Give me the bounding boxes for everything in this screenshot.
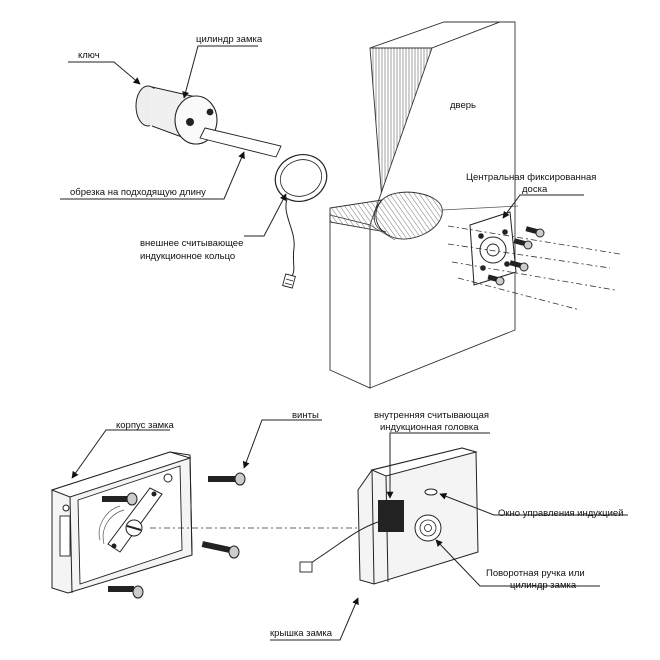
label-inner-head-1: внутренняя считывающая [374, 410, 490, 421]
label-key: ключ [78, 50, 100, 61]
label-lock-cylinder: цилиндр замка [196, 34, 263, 45]
plate-screws [487, 226, 545, 286]
lock-body [50, 451, 193, 599]
loose-screws [201, 472, 246, 559]
label-center-plate-2: доска [522, 184, 548, 195]
label-trim-to-length: обрезка на подходящую длину [70, 187, 206, 198]
label-knob-2: цилиндр замка [510, 580, 577, 591]
central-fixed-plate [447, 211, 621, 311]
lock-cover [299, 447, 479, 585]
outer-induction-ring [274, 154, 328, 289]
label-lock-cover: крышка замка [270, 628, 332, 639]
label-outer-ring-2: индукционное кольцо [140, 251, 236, 262]
label-door: дверь [450, 100, 476, 111]
door [329, 21, 519, 389]
label-center-plate-1: Центральная фиксированная [466, 172, 597, 183]
label-knob-1: Поворотная ручка или [486, 568, 585, 579]
key-and-cylinder [135, 85, 282, 158]
label-outer-ring-1: внешнее считывающее [140, 238, 244, 249]
label-screws: винты [292, 410, 319, 421]
label-inner-head-2: индукционная головка [380, 422, 479, 433]
label-induction-window: Окно управления индукцией [498, 508, 624, 519]
label-lock-body: корпус замка [116, 420, 174, 431]
leader-lines [60, 45, 628, 641]
